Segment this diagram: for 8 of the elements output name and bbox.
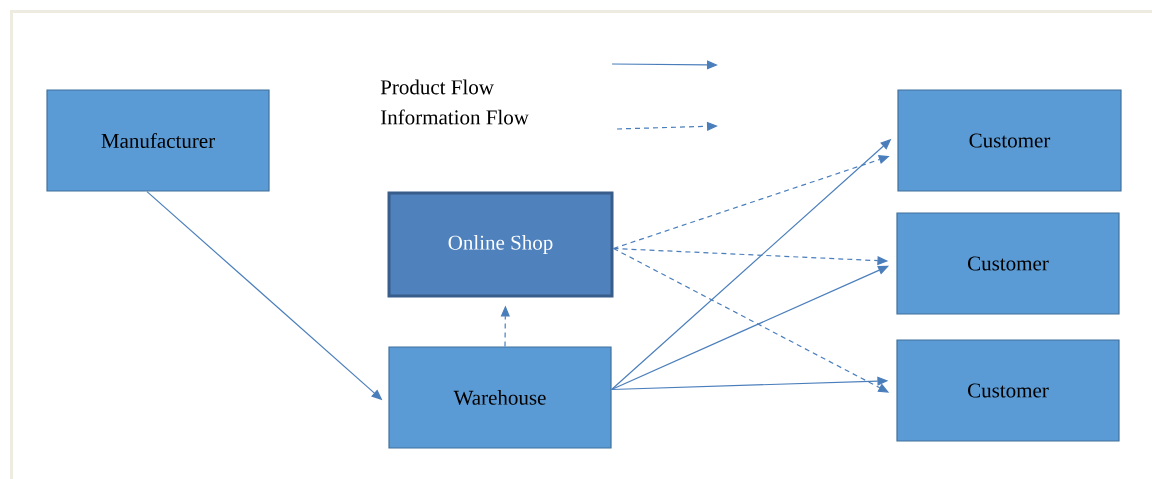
shop-box: Online Shop <box>387 191 614 298</box>
process-box: Warehouse <box>388 346 612 449</box>
process-box: Customer <box>896 212 1120 315</box>
process-box: Customer <box>897 89 1122 192</box>
legend-text: Information Flow <box>380 109 529 125</box>
process-box: Customer <box>896 339 1120 442</box>
legend-text: Product Flow <box>380 79 494 95</box>
process-box: Manufacturer <box>46 89 270 192</box>
